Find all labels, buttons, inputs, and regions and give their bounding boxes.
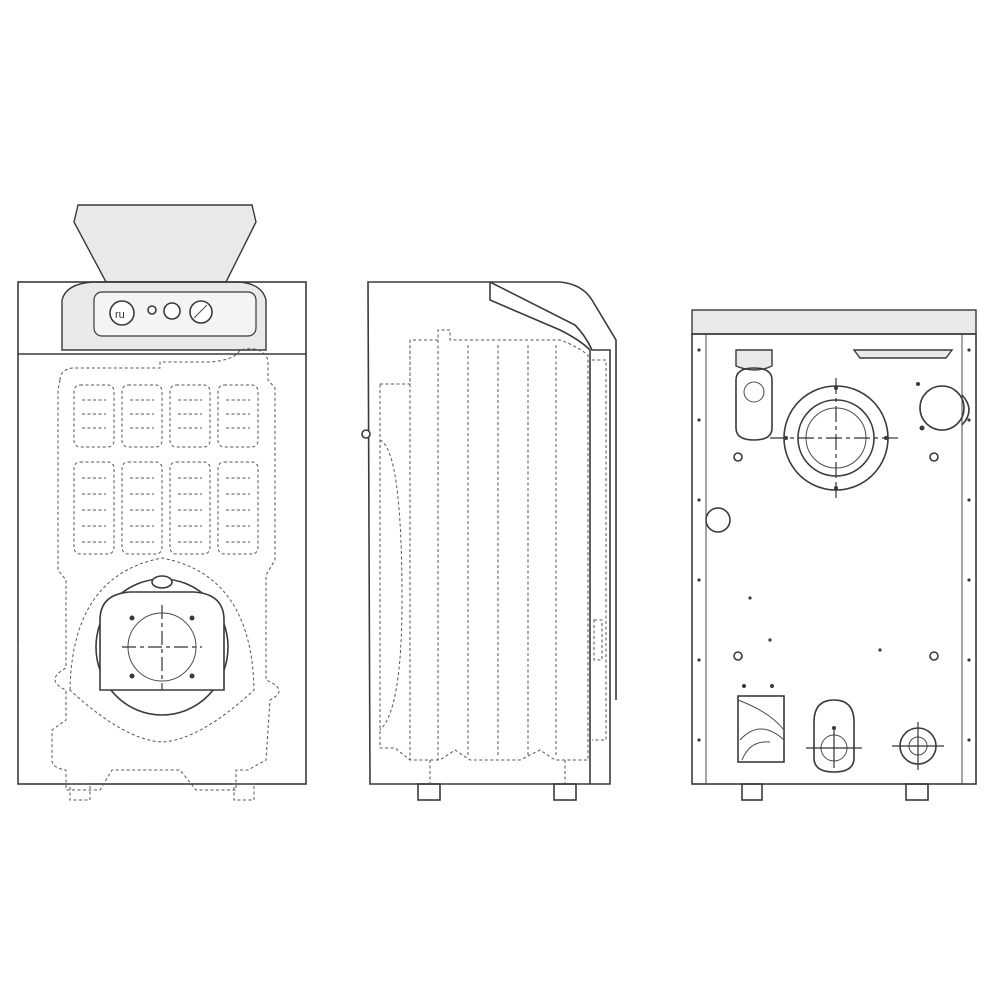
- mounting-holes: [697, 348, 971, 742]
- access-panel: [737, 684, 785, 763]
- side-valve-icon: [361, 429, 371, 439]
- side-casing: [367, 281, 611, 785]
- pipe-connection-bottom-right: [892, 722, 944, 770]
- rear-view: [691, 309, 977, 801]
- side-foot-right: [553, 783, 577, 801]
- thermostat-dial-icon: [189, 300, 213, 324]
- power-switch-icon: [109, 300, 135, 326]
- screw-icons: [733, 382, 939, 661]
- side-heat-exchanger: [379, 329, 589, 761]
- svg-text:ru: ru: [115, 309, 125, 321]
- heat-exchanger-outline: [51, 348, 280, 791]
- rear-casing: [691, 333, 977, 785]
- front-foot-right: [233, 783, 255, 801]
- front-hood: [73, 204, 257, 283]
- pipe-connection-top-left: [735, 367, 773, 441]
- front-view: ru: [17, 204, 307, 801]
- pipe-connection-top-right: [919, 385, 970, 431]
- side-foot-left: [417, 783, 441, 801]
- side-port-icon: [705, 507, 731, 533]
- indicator-lamp-icon: [147, 305, 157, 315]
- rear-foot-left: [741, 783, 763, 801]
- sight-glass-icon: [151, 575, 173, 589]
- fin-blocks-upper: [73, 384, 259, 448]
- rear-top-cover: [691, 309, 977, 335]
- flue-outlet: [770, 378, 902, 498]
- side-view: [361, 281, 617, 801]
- front-foot-left: [69, 783, 91, 801]
- front-casing: [17, 281, 307, 785]
- thermometer-icon: [163, 302, 181, 320]
- fin-blocks-lower: [73, 461, 259, 555]
- rear-foot-right: [905, 783, 929, 801]
- pipe-connection-bottom-middle: [806, 699, 862, 773]
